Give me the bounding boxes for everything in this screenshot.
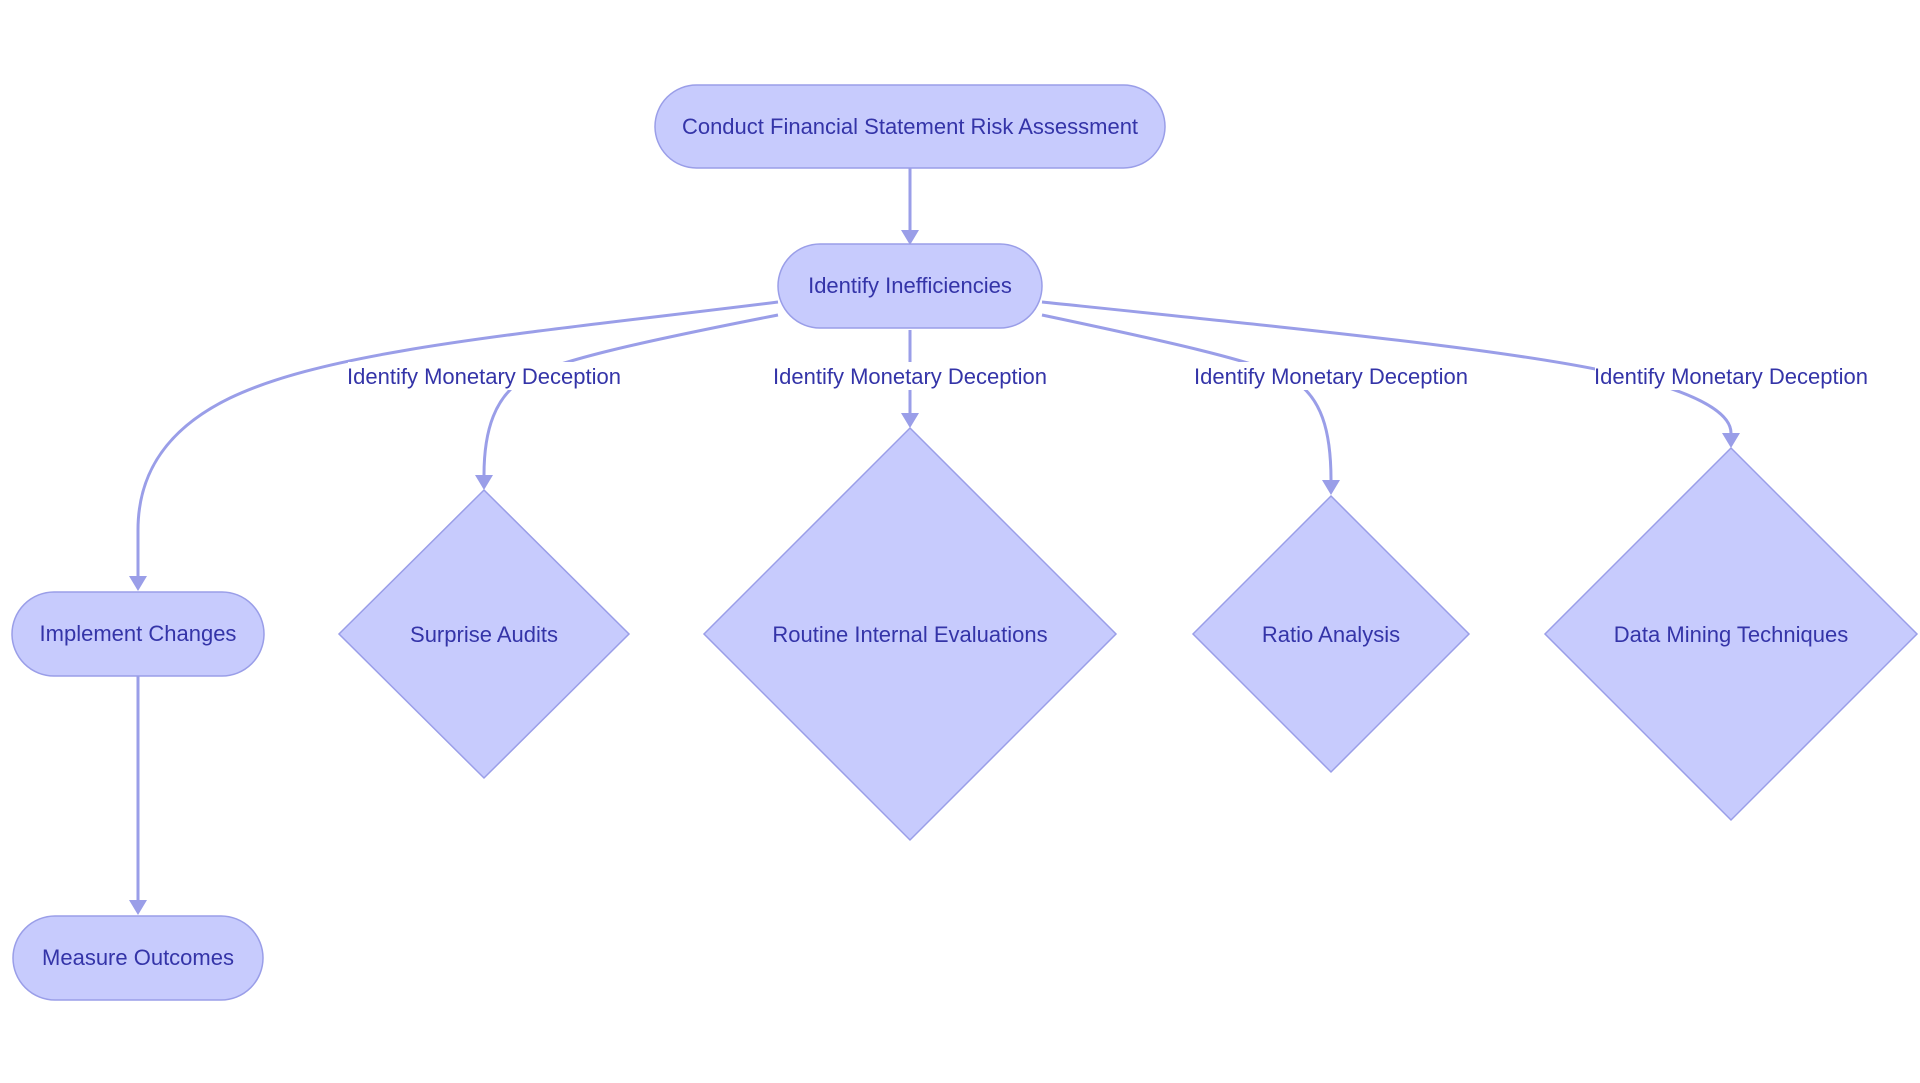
arrowhead-routine <box>901 413 919 428</box>
arrowhead-mining <box>1722 433 1740 448</box>
arrowhead-implement <box>129 576 147 591</box>
arrowhead-surprise <box>475 475 493 490</box>
node-identify: Identify Inefficiencies <box>777 243 1043 329</box>
node-implement: Implement Changes <box>11 591 265 677</box>
arrowhead-identify <box>901 230 919 245</box>
edge-identify-to-mining <box>1041 300 1733 434</box>
node-root: Conduct Financial Statement Risk Assessm… <box>654 84 1166 169</box>
edge-label-bg-mining <box>1595 362 1867 390</box>
edge-identify-to-ratio <box>1041 313 1333 481</box>
node-ratio-label: Ratio Analysis <box>1262 622 1400 647</box>
node-root-label: Conduct Financial Statement Risk Assessm… <box>682 114 1138 139</box>
node-routine: Routine Internal Evaluations <box>702 426 1118 842</box>
node-routine-label: Routine Internal Evaluations <box>772 622 1047 647</box>
edge-identify-to-implement <box>136 300 779 578</box>
node-measure-label: Measure Outcomes <box>42 945 234 970</box>
node-ratio: Ratio Analysis <box>1191 494 1471 774</box>
arrowhead-ratio <box>1322 480 1340 495</box>
edge-label-surprise: Identify Monetary Deception <box>347 364 621 389</box>
node-mining-label: Data Mining Techniques <box>1614 622 1848 647</box>
edge-label-routine: Identify Monetary Deception <box>773 364 1047 389</box>
node-measure: Measure Outcomes <box>12 915 264 1001</box>
edge-label-bg-ratio <box>1195 362 1467 390</box>
node-mining: Data Mining Techniques <box>1543 446 1919 822</box>
edge-identify-to-surprise <box>482 313 779 476</box>
node-surprise: Surprise Audits <box>337 488 631 780</box>
node-implement-label: Implement Changes <box>40 621 237 646</box>
arrowhead-measure <box>129 900 147 915</box>
node-identify-label: Identify Inefficiencies <box>808 273 1012 298</box>
edge-label-bg-routine <box>774 362 1046 390</box>
edge-label-mining: Identify Monetary Deception <box>1594 364 1868 389</box>
node-surprise-label: Surprise Audits <box>410 622 558 647</box>
edge-label-ratio: Identify Monetary Deception <box>1194 364 1468 389</box>
edge-label-bg-surprise <box>348 362 620 390</box>
